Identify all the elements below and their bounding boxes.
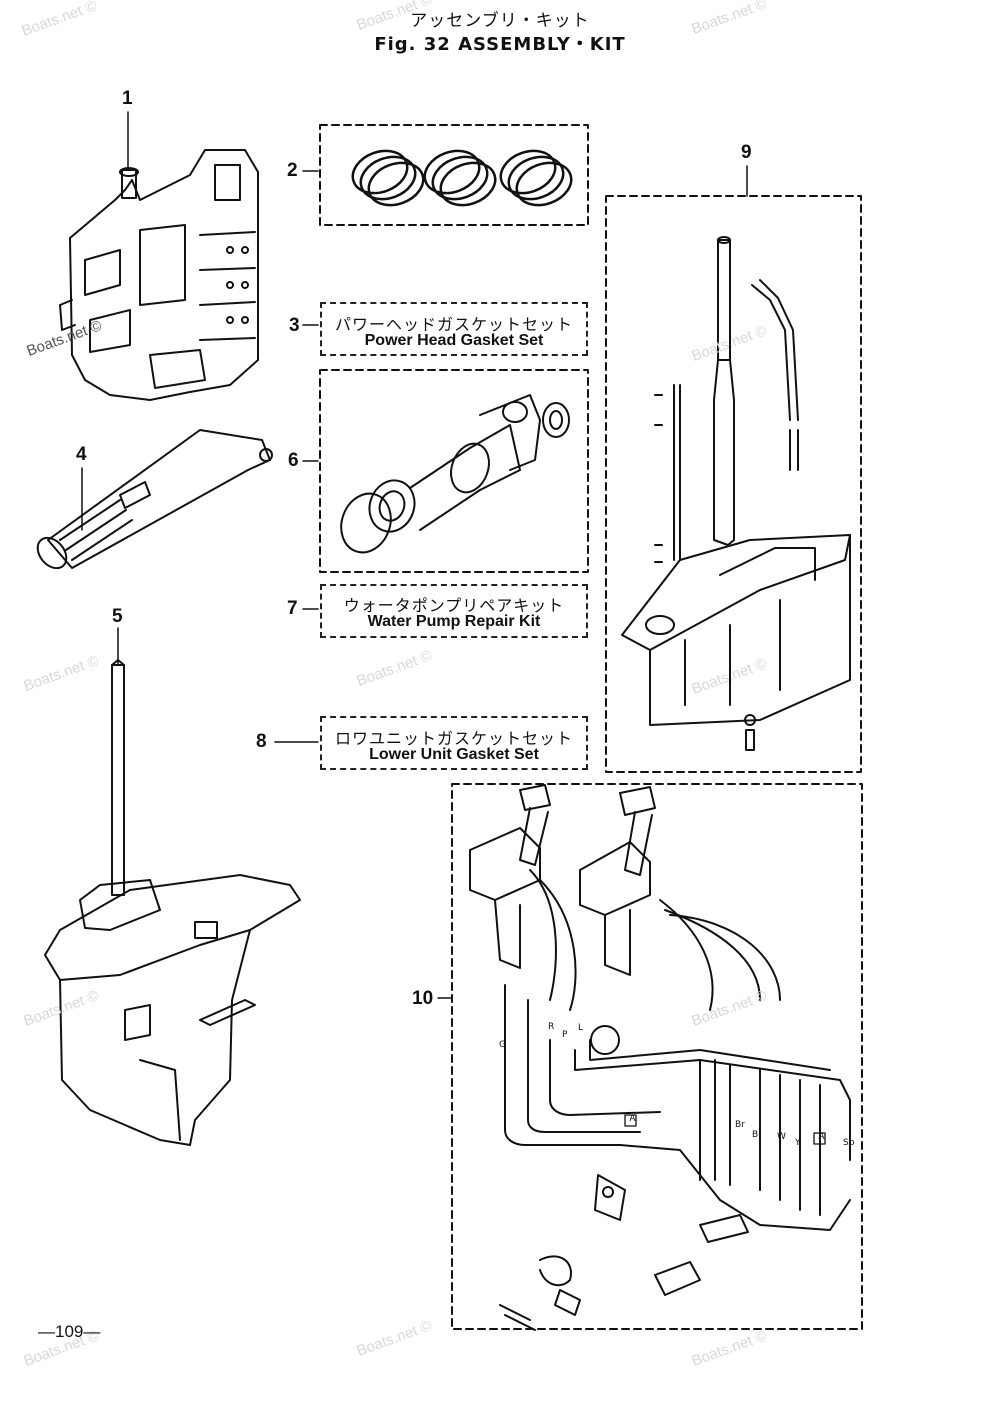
wire-label-sb: Sb	[843, 1138, 855, 1148]
kit7-label-japanese: ウォータポンプリペアキット	[343, 596, 565, 615]
wire-label-g: G	[499, 1040, 506, 1050]
lower-case-drawing	[621, 236, 851, 751]
kit8-box: ロワユニットガスケットセット Lower Unit Gasket Set	[320, 716, 588, 770]
kit7-box: ウォータポンプリペアキット Water Pump Repair Kit	[320, 584, 588, 638]
page-number: —109—	[38, 1322, 101, 1341]
callout-7: 7	[287, 598, 298, 619]
kit3-label-japanese: パワーヘッドガスケットセット	[334, 315, 573, 334]
kit2-box	[319, 124, 589, 226]
lower-unit-drawing	[44, 659, 301, 1146]
leader-lines	[81, 111, 748, 999]
kit8-label-japanese: ロワユニットガスケットセット	[334, 729, 573, 748]
water-pump-drawing	[340, 394, 570, 554]
callout-1: 1	[122, 88, 133, 109]
piston-rings-drawing	[351, 149, 573, 207]
drive-shaft-drawing	[36, 429, 273, 570]
wire-label-b: B	[752, 1130, 759, 1140]
kit10-box	[451, 783, 863, 1330]
callout-5: 5	[112, 606, 123, 627]
wire-label-br: Br	[735, 1120, 745, 1130]
kit3-box: パワーヘッドガスケットセット Power Head Gasket Set	[320, 302, 588, 356]
power-head-drawing	[59, 149, 259, 401]
callout-9: 9	[741, 142, 752, 163]
callout-6: 6	[288, 450, 299, 471]
wire-label-r: R	[548, 1022, 555, 1032]
connector-letter: A	[629, 1114, 636, 1124]
kit9-box	[605, 195, 862, 773]
wire-label-w: W	[777, 1132, 786, 1142]
figure-title-english: Fig. 32 ASSEMBLY・KIT	[374, 34, 626, 55]
kit8-label-english: Lower Unit Gasket Set	[369, 746, 539, 763]
kit3-label-english: Power Head Gasket Set	[364, 332, 544, 349]
kit6-box	[319, 369, 589, 573]
wire-label-p: P	[562, 1030, 568, 1040]
figure-title-japanese: アッセンブリ・キット	[410, 11, 590, 31]
connector-letter: A	[818, 1132, 825, 1142]
wire-label-l: L	[578, 1023, 584, 1033]
callout-3: 3	[289, 315, 300, 336]
callout-2: 2	[287, 160, 298, 181]
callout-8: 8	[256, 731, 267, 752]
kit7-label-english: Water Pump Repair Kit	[367, 613, 541, 630]
connector-box	[813, 1132, 826, 1145]
callout-4: 4	[76, 444, 87, 465]
wire-label-y: Y	[795, 1138, 801, 1148]
remote-control-drawing	[469, 784, 851, 1331]
connector-box	[624, 1114, 637, 1127]
callout-10: 10	[412, 988, 434, 1009]
